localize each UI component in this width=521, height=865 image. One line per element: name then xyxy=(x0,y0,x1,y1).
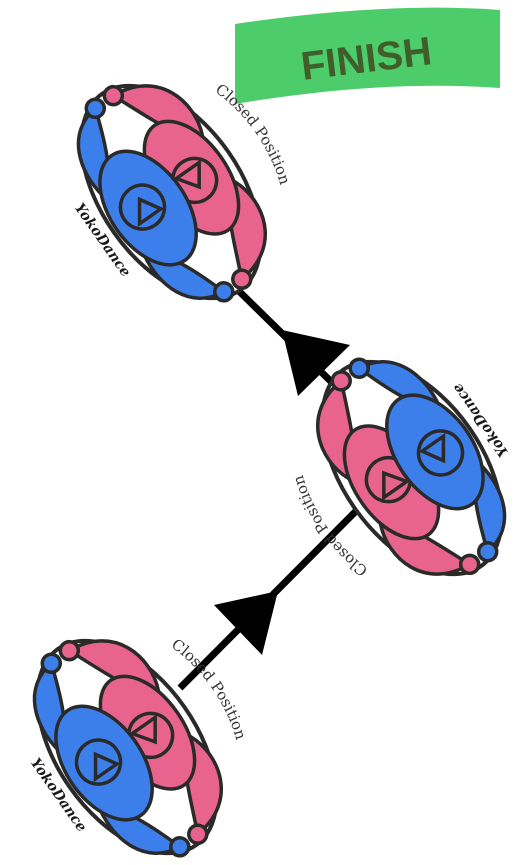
position-middle: Closed Position YokoDance xyxy=(247,316,521,634)
finish-banner: FINISH xyxy=(235,8,500,104)
